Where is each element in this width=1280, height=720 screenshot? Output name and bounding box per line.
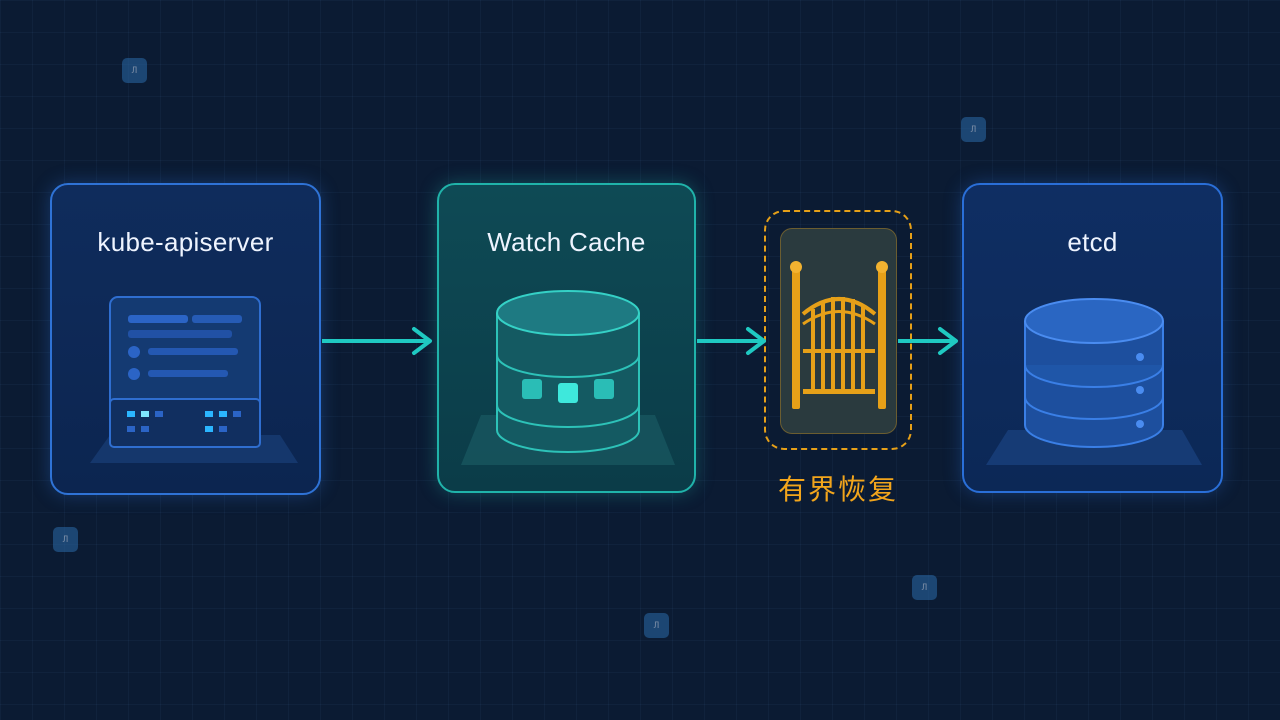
- bounded-recovery-label: 有界恢复: [777, 473, 898, 506]
- watermark-logo-icon: Л: [961, 117, 986, 142]
- watermark-logo: Л: [644, 613, 669, 638]
- watermark-logo: Л: [53, 527, 78, 552]
- watermark-logo-icon: Л: [912, 575, 937, 600]
- etcd-node: etcd: [962, 183, 1223, 493]
- arrow-cache-to-gate: [697, 327, 766, 355]
- server-window-icon: [90, 296, 298, 463]
- arrow-gate-to-etcd: [898, 327, 958, 355]
- database-icon: [986, 298, 1202, 465]
- kube-apiserver-node: kube-apiserver: [50, 183, 321, 495]
- gate-icon: [790, 261, 888, 409]
- watch-cache-title: Watch Cache: [487, 227, 646, 257]
- watermark-logo-icon: Л: [53, 527, 78, 552]
- arrow-apiserver-to-cache: [322, 327, 432, 355]
- watermark-logo-icon: Л: [644, 613, 669, 638]
- watch-cache-node: Watch Cache: [437, 183, 696, 493]
- watermark-logo: Л: [122, 58, 147, 83]
- kube-apiserver-title: kube-apiserver: [97, 227, 274, 257]
- bounded-recovery-panel: [780, 228, 897, 434]
- watermark-logo-icon: Л: [122, 58, 147, 83]
- watermark-logo: Л: [912, 575, 937, 600]
- bounded-recovery-frame: [764, 210, 912, 450]
- etcd-title: etcd: [1067, 227, 1118, 257]
- watermark-logo: Л: [961, 117, 986, 142]
- database-icon: [461, 290, 675, 465]
